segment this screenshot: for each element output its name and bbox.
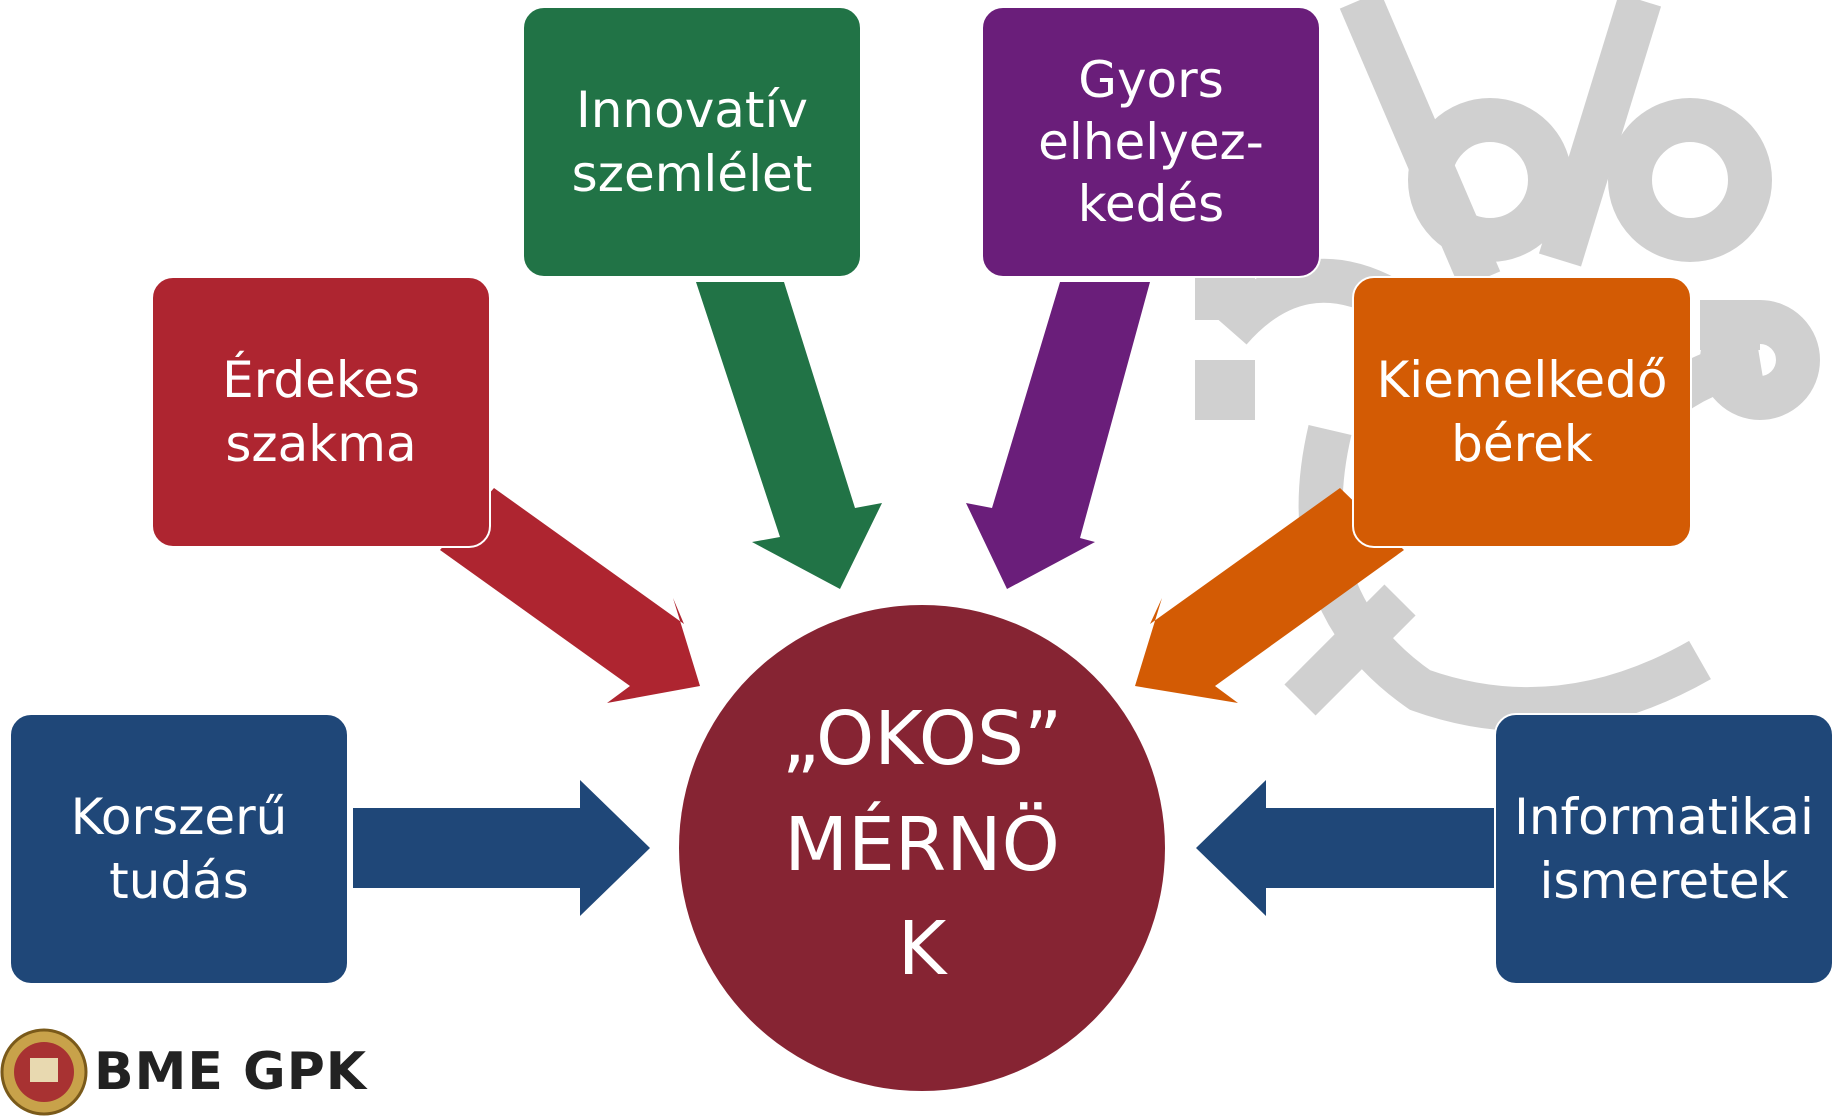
arrow-right-in — [1196, 780, 1494, 916]
box-gyors-elhelyezkedes: Gyors elhelyez- kedés — [981, 6, 1321, 278]
box-informatikai-ismeretek: Informatikai ismeretek — [1494, 713, 1833, 985]
arrow-top-right-in — [966, 282, 1150, 589]
box-korszeru-label: Korszerű tudás — [70, 788, 288, 910]
arrows-layer — [353, 282, 1494, 916]
box-informatikai-label: Informatikai ismeretek — [1514, 788, 1814, 910]
box-erdekes-label: Érdekes szakma — [222, 351, 420, 473]
bme-seal-icon — [0, 1028, 88, 1116]
box-korszeru-tudas: Korszerű tudás — [9, 713, 349, 985]
center-circle: „OKOS” MÉRNÖK — [679, 605, 1165, 1091]
arrow-top-left-in — [696, 282, 882, 589]
box-innovativ-szemlelet: Innovatív szemlélet — [522, 6, 862, 278]
center-subtitle: MÉRNÖK — [784, 802, 1060, 992]
box-innovativ-label: Innovatív szemlélet — [571, 81, 813, 203]
center-title: „OKOS” — [781, 696, 1063, 782]
arrow-upper-right-in — [1135, 488, 1404, 703]
box-erdekes-szakma: Érdekes szakma — [151, 276, 491, 548]
bme-gpk-logo: BME GPK — [0, 1028, 420, 1116]
box-gyors-label: Gyors elhelyez- kedés — [1038, 51, 1264, 233]
box-kiemelkedo-label: Kiemelkedő bérek — [1376, 351, 1668, 473]
logo-text: BME GPK — [94, 1042, 368, 1102]
arrow-left-in — [353, 780, 650, 916]
arrow-upper-left-in — [440, 488, 700, 703]
box-kiemelkedo-berek: Kiemelkedő bérek — [1352, 276, 1692, 548]
